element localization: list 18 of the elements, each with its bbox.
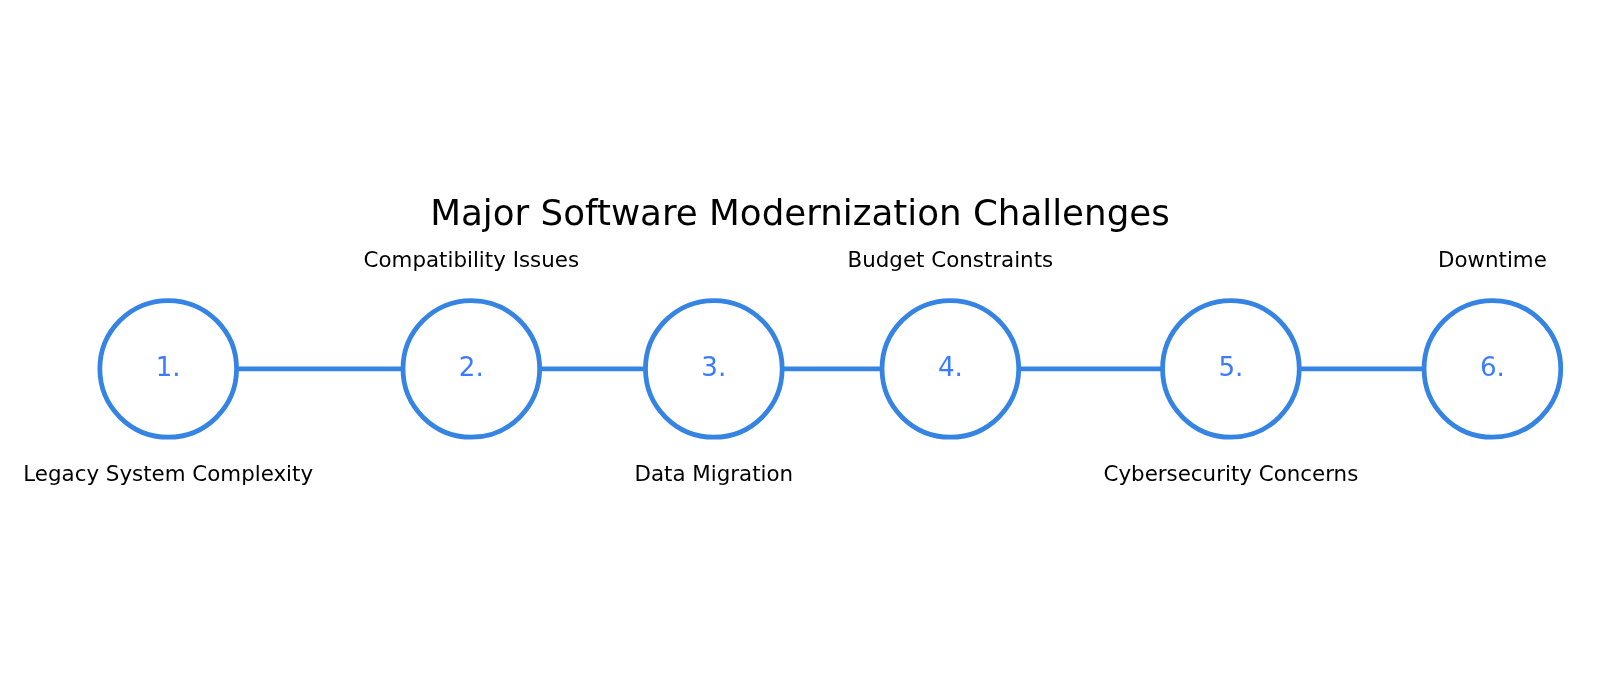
diagram-title: Major Software Modernization Challenges — [430, 191, 1170, 233]
node-circle: 5. — [1160, 297, 1302, 440]
node-circle: 2. — [400, 297, 543, 440]
connector — [1299, 366, 1424, 371]
node-label: Budget Constraints — [847, 246, 1054, 272]
connector — [782, 366, 882, 371]
node-label: Data Migration — [634, 460, 794, 486]
node-circle: 6. — [1421, 297, 1564, 440]
connector — [1018, 366, 1163, 371]
node-label: Legacy System Complexity — [23, 460, 314, 486]
node-circle: 1. — [97, 297, 239, 440]
node-circle: 3. — [643, 297, 785, 440]
connector — [236, 366, 403, 371]
node-label: Downtime — [1437, 246, 1547, 272]
node-circle: 4. — [879, 297, 1022, 440]
node-label: Cybersecurity Concerns — [1103, 460, 1359, 486]
connector — [539, 366, 646, 371]
node-label: Compatibility Issues — [363, 246, 580, 272]
